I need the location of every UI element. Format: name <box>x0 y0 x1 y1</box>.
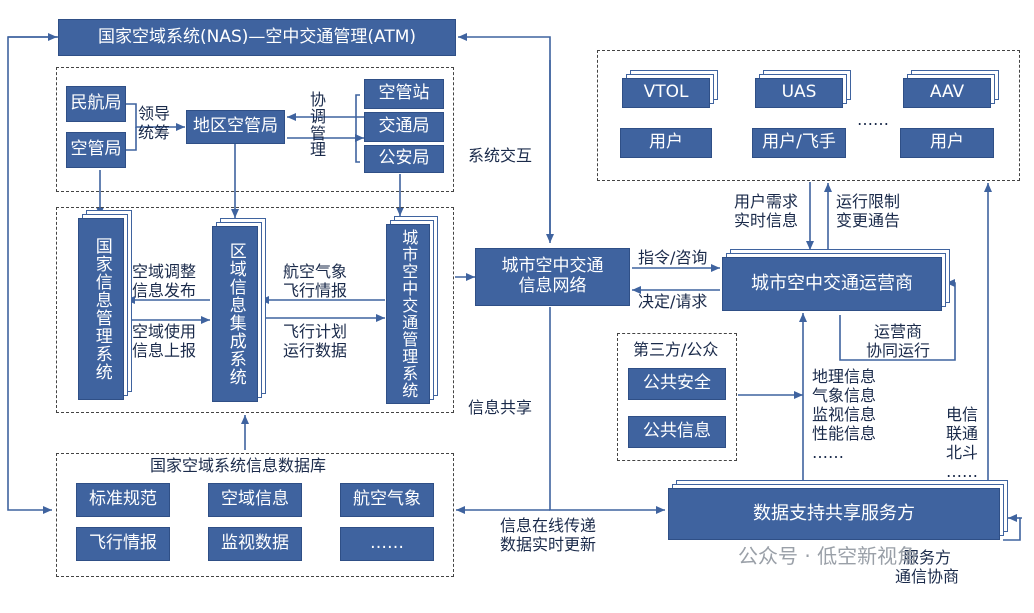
data-types-label: 地理信息气象信息监视信息性能信息…… <box>812 367 877 462</box>
telecom-label: 电信联通北斗…… <box>946 405 979 481</box>
db-item-standard: 标准规范 <box>76 483 170 517</box>
db-item-weather: 航空气象 <box>340 483 434 517</box>
database-title: 国家空域系统信息数据库 <box>150 456 327 475</box>
info-network-box: 城市空中交通信息网络 <box>475 248 630 306</box>
operator-coop-arrow <box>839 279 956 361</box>
left-loop-arrow <box>7 36 58 514</box>
adjust-label: 空域调整信息发布 <box>132 262 197 301</box>
support-coop-arrow <box>1003 517 1022 541</box>
public-info-box: 公共信息 <box>628 416 726 448</box>
police-bureau-box: 公安局 <box>364 145 444 173</box>
command-label: 指令/咨询 <box>638 248 708 267</box>
top-to-network-arrow <box>458 33 551 240</box>
limit-label: 运行限制变更通告 <box>836 192 901 231</box>
management-region <box>56 67 454 192</box>
demand-label: 用户需求实时信息 <box>734 192 799 231</box>
regional-info-system: 区域信息集成系统 <box>212 226 258 402</box>
db-item-surveillance: 监视数据 <box>208 527 302 561</box>
nas-atm-bar: 国家空域系统(NAS)—空中交通管理(ATM) <box>58 19 456 56</box>
uas-box: UAS <box>755 78 843 108</box>
traffic-bureau-box: 交通局 <box>364 112 444 142</box>
vtol-box: VTOL <box>622 78 710 108</box>
coord-bracket <box>355 94 360 163</box>
online-label: 信息在线传递数据实时更新 <box>500 516 597 555</box>
lead-label: 领导统筹 <box>138 104 171 143</box>
database-region <box>56 453 454 577</box>
systems-region <box>56 207 454 413</box>
use-label: 空域使用信息上报 <box>132 322 197 361</box>
sys-interact-label: 系统交互 <box>468 146 533 165</box>
users-ellipsis: …… <box>857 110 889 129</box>
atc-station-box: 空管站 <box>364 79 444 109</box>
decision-label: 决定/请求 <box>638 292 708 311</box>
national-info-system: 国家信息管理系统 <box>78 218 124 400</box>
public-safety-box: 公共安全 <box>628 368 726 400</box>
atc-bureau-box: 空管局 <box>66 132 126 168</box>
weather-label: 航空气象飞行情报 <box>283 262 348 301</box>
users-region <box>597 50 1020 181</box>
user-box-1: 用户 <box>620 128 712 158</box>
user-box-2: 用户/飞手 <box>752 128 846 158</box>
third-party-title: 第三方/公众 <box>633 340 719 359</box>
support-coop-label: 服务方通信协商 <box>895 548 960 587</box>
lead-arrow-2 <box>126 127 137 151</box>
civil-aviation-box: 民航局 <box>66 86 126 122</box>
third-party-region <box>617 333 737 461</box>
aav-box: AAV <box>903 78 991 108</box>
operator-box: 城市空中交通运营商 <box>722 257 942 311</box>
watermark: 公众号 · 低空新视角 <box>738 544 918 568</box>
support-box: 数据支持共享服务方 <box>668 488 1000 540</box>
user-box-3: 用户 <box>900 128 994 158</box>
db-item-more: …… <box>340 527 434 561</box>
regional-atc-box: 地区空管局 <box>186 110 285 144</box>
lead-arrow-1 <box>126 103 185 131</box>
urban-atm-system: 城市空中交通管理系统 <box>386 224 430 404</box>
coord-label: 协调管理 <box>310 90 327 160</box>
info-share-label: 信息共享 <box>468 398 533 417</box>
db-item-flight-info: 飞行情报 <box>76 527 170 561</box>
plan-label: 飞行计划运行数据 <box>283 322 348 361</box>
db-item-airspace: 空域信息 <box>208 483 302 517</box>
operator-coop-label: 运营商协同运行 <box>866 322 931 361</box>
